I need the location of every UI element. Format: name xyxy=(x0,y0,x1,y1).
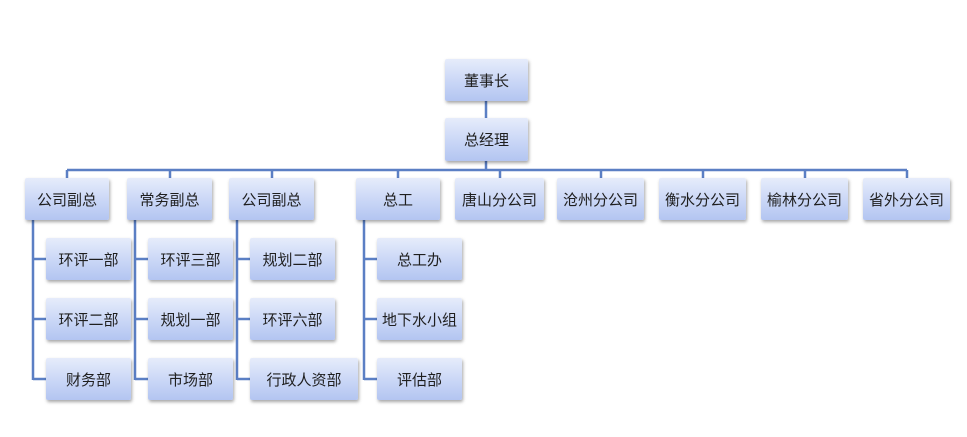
node-division-9: 省外分公司 xyxy=(863,178,950,220)
node-general-manager: 总经理 xyxy=(445,118,528,161)
node-division-2: 常务副总 xyxy=(127,178,212,220)
node-dept-4-3: 评估部 xyxy=(377,358,462,400)
node-division-8: 榆林分公司 xyxy=(761,178,848,220)
node-dept-2-1: 环评三部 xyxy=(148,238,233,280)
node-dept-4-2: 地下水小组 xyxy=(377,298,462,340)
node-dept-2-3: 市场部 xyxy=(148,358,233,400)
node-dept-2-2: 规划一部 xyxy=(148,298,233,340)
node-dept-3-2: 环评六部 xyxy=(250,298,335,340)
node-division-7: 衡水分公司 xyxy=(659,178,746,220)
node-division-6: 沧州分公司 xyxy=(557,178,644,220)
node-division-1: 公司副总 xyxy=(25,178,109,220)
node-division-3: 公司副总 xyxy=(229,178,314,220)
node-dept-4-1: 总工办 xyxy=(377,238,462,280)
node-chairman: 董事长 xyxy=(445,59,528,101)
node-dept-1-1: 环评一部 xyxy=(46,238,131,280)
node-dept-1-3: 财务部 xyxy=(46,358,131,400)
node-division-4: 总工 xyxy=(356,178,440,220)
node-dept-1-2: 环评二部 xyxy=(46,298,131,340)
node-dept-3-1: 规划二部 xyxy=(250,238,335,280)
node-division-5: 唐山分公司 xyxy=(455,178,544,220)
node-dept-3-3: 行政人资部 xyxy=(250,358,358,400)
